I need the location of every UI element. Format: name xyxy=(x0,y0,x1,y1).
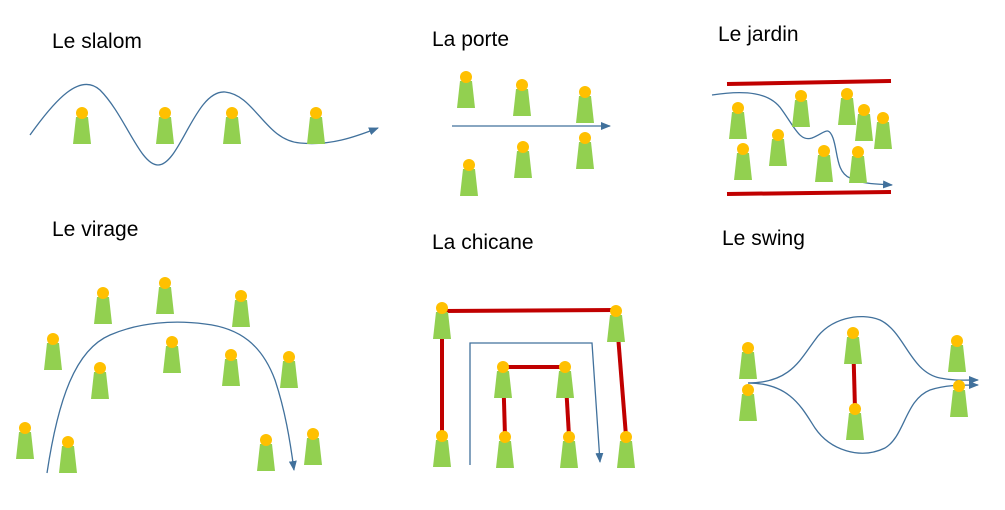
cone-icon xyxy=(513,79,531,116)
cone-icon xyxy=(280,351,298,388)
cone-icon xyxy=(576,86,594,123)
cone-icon xyxy=(494,361,512,398)
path-line xyxy=(29,83,379,166)
path-line xyxy=(747,381,979,454)
panel-swing: Le swing xyxy=(722,227,979,454)
cone-icon xyxy=(304,428,322,465)
cone-icon xyxy=(734,143,752,180)
cone-icon xyxy=(769,129,787,166)
cone-icon xyxy=(156,277,174,314)
panel-title: Le slalom xyxy=(52,30,142,53)
cone-icon xyxy=(223,107,241,144)
cone-icon xyxy=(156,107,174,144)
panel-title: Le virage xyxy=(52,218,138,241)
cone-icon xyxy=(948,335,966,372)
cone-icon xyxy=(433,430,451,467)
panel-slalom: Le slalom xyxy=(29,30,379,166)
cone-icon xyxy=(855,104,873,141)
cone-icon xyxy=(849,146,867,183)
cone-icon xyxy=(514,141,532,178)
cone-icon xyxy=(815,145,833,182)
barrier-bottom xyxy=(726,190,892,196)
cone-icon xyxy=(729,102,747,139)
panel-porte: La porte xyxy=(432,28,611,130)
panel-virage: Le virage xyxy=(46,218,297,474)
cone-layer xyxy=(16,71,968,473)
cone-icon xyxy=(846,403,864,440)
cone-icon xyxy=(73,107,91,144)
cone-icon xyxy=(16,422,34,459)
path-line xyxy=(469,342,604,465)
cone-icon xyxy=(496,431,514,468)
barrier xyxy=(441,308,617,313)
cone-icon xyxy=(460,159,478,196)
barrier-top xyxy=(726,79,892,86)
cone-icon xyxy=(607,305,625,342)
panel-title: Le jardin xyxy=(718,23,799,46)
cone-icon xyxy=(307,107,325,144)
cone-icon xyxy=(44,333,62,370)
cone-icon xyxy=(257,434,275,471)
cone-icon xyxy=(560,431,578,468)
cone-icon xyxy=(91,362,109,399)
cone-icon xyxy=(457,71,475,108)
panel-title: Le swing xyxy=(722,227,805,250)
cone-icon xyxy=(739,342,757,379)
panel-title: La chicane xyxy=(432,231,534,254)
panel-chicane: La chicane xyxy=(432,231,628,465)
cone-icon xyxy=(838,88,856,125)
cone-icon xyxy=(433,302,451,339)
path-line xyxy=(747,316,979,385)
cone-icon xyxy=(222,349,240,386)
cone-icon xyxy=(232,290,250,327)
cone-icon xyxy=(950,380,968,417)
cone-icon xyxy=(163,336,181,373)
cone-icon xyxy=(874,112,892,149)
cone-icon xyxy=(94,287,112,324)
cone-icon xyxy=(792,90,810,127)
panel-title: La porte xyxy=(432,28,509,51)
cone-icon xyxy=(59,436,77,473)
path-line xyxy=(46,321,297,474)
cone-icon xyxy=(844,327,862,364)
panel-jardin: Le jardin xyxy=(711,23,893,196)
cone-icon xyxy=(739,384,757,421)
cone-icon xyxy=(556,361,574,398)
cone-icon xyxy=(617,431,635,468)
cone-icon xyxy=(576,132,594,169)
